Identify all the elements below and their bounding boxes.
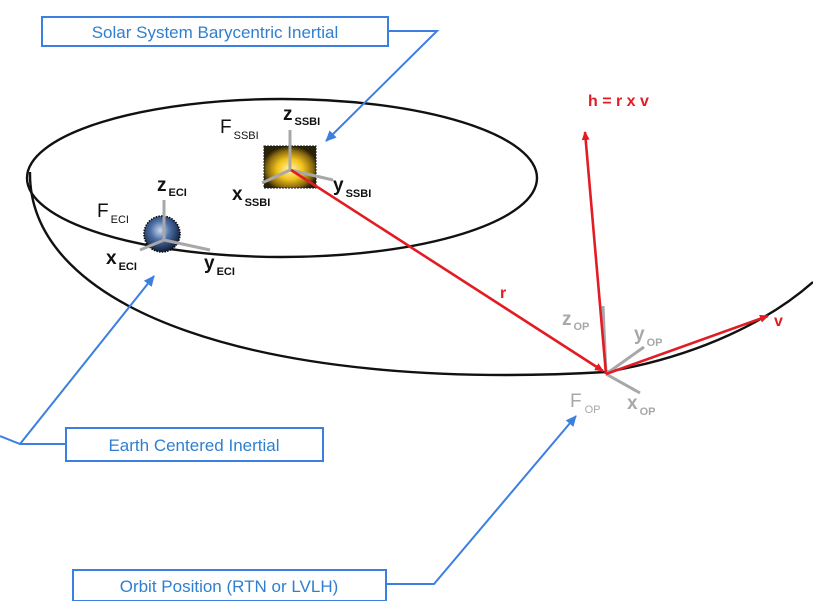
- ssbi-callout-text: Solar System Barycentric Inertial: [92, 23, 339, 42]
- op-y-axis: [605, 345, 645, 376]
- ssbi-callout-leader: [325, 30, 440, 142]
- ssbi-callout-box: [41, 16, 389, 47]
- eci-callout: Earth Centered Inertial: [0, 275, 324, 462]
- ssbi-y-axis: [289, 168, 334, 182]
- ssbi-x-axis: [261, 168, 291, 185]
- h-vector: [581, 131, 608, 375]
- op-callout-box: [72, 569, 387, 601]
- r-vector-label: r: [500, 285, 506, 302]
- r-vector: [290, 168, 604, 373]
- ssbi-callout: Solar System Barycentric Inertial: [41, 16, 440, 142]
- orbit-path: [605, 281, 813, 374]
- eci-callout-pointer: [19, 275, 155, 445]
- orbit-ellipse: [25, 97, 539, 259]
- eci-y-axis: [163, 238, 211, 252]
- eci-x-axis: [139, 238, 165, 252]
- v-vector: [605, 314, 769, 376]
- op-callout-text: Orbit Position (RTN or LVLH): [120, 577, 339, 596]
- orbit-bowl: [25, 97, 813, 377]
- v-vector-label: v: [774, 313, 783, 330]
- op-callout: Orbit Position (RTN or LVLH): [72, 415, 577, 601]
- eci-callout-leader: [0, 435, 66, 445]
- eci-callout-text: Earth Centered Inertial: [108, 436, 279, 455]
- h-vector-label: h = r x v: [588, 93, 649, 110]
- op-x-axis: [605, 372, 641, 395]
- bowl-left-side: [28, 171, 607, 377]
- orbit-vectors: h = r x v r v: [290, 93, 783, 376]
- op-callout-leader: [386, 415, 577, 585]
